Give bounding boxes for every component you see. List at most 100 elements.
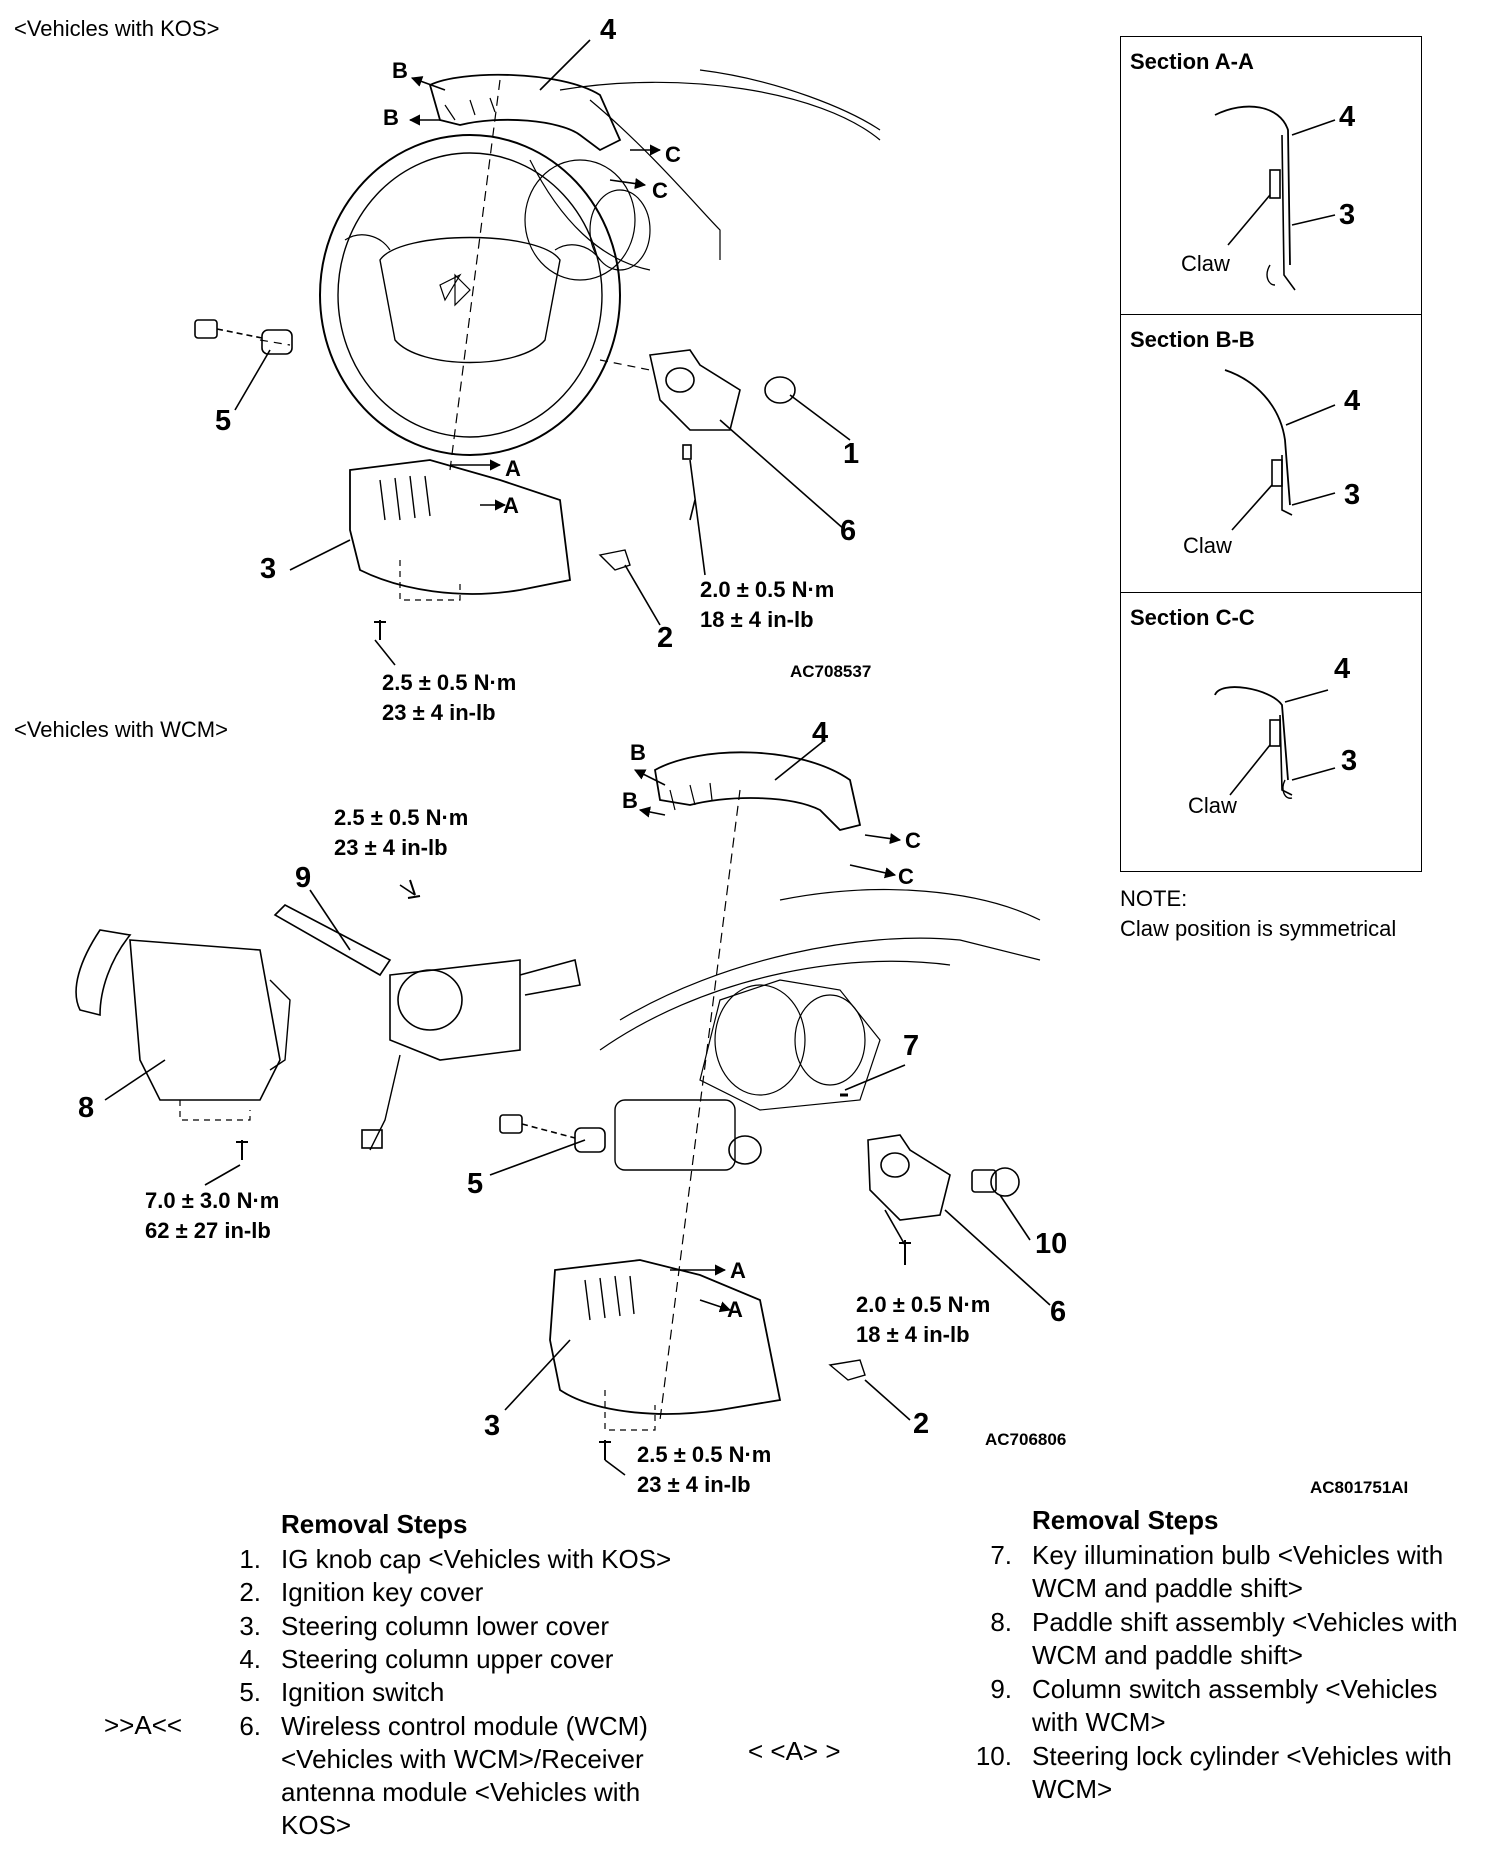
section-a-a-label-upper: 4 bbox=[1339, 101, 1356, 133]
kos-diagram bbox=[194, 39, 881, 666]
section-c-c-claw-label: Claw bbox=[1188, 793, 1237, 818]
step-text: Ignition key cover bbox=[281, 1577, 484, 1607]
ignition-switch-part-5 bbox=[194, 319, 293, 355]
removal-step-1: 1. IG knob cap <Vehicles with KOS> bbox=[217, 1543, 697, 1576]
steering-wheel bbox=[319, 134, 621, 456]
kos-callout-1: 1 bbox=[843, 438, 860, 470]
wcm-arrow-label-a1: A bbox=[730, 1258, 746, 1283]
service-marker-left: >>A<< bbox=[104, 1710, 183, 1740]
section-c-c-box: Section C-C 4 3 Claw bbox=[1120, 592, 1422, 872]
kos-callout-3: 3 bbox=[260, 553, 277, 585]
removal-step-10: 10. Steering lock cylinder <Vehicles wit… bbox=[968, 1740, 1488, 1806]
step-text: Steering column upper cover bbox=[281, 1644, 614, 1674]
wcm-upper-cover-part-4 bbox=[654, 751, 862, 831]
removal-step-5: 5. Ignition switch bbox=[217, 1676, 697, 1709]
wcm-arrow-label-c1: C bbox=[905, 828, 921, 853]
wcm-lower-cover-part-3 bbox=[549, 1259, 782, 1460]
service-marker-right: < <A> > bbox=[748, 1736, 841, 1766]
step-text: Steering lock cylinder <Vehicles with WC… bbox=[1032, 1741, 1452, 1804]
section-b-b-box: Section B-B 4 3 Claw bbox=[1120, 314, 1422, 593]
step-text: Column switch assembly <Vehicles with WC… bbox=[1032, 1674, 1438, 1737]
removal-step-9: 9. Column switch assembly <Vehicles with… bbox=[968, 1673, 1488, 1739]
wcm-callout-5: 5 bbox=[467, 1168, 484, 1200]
kos-arrow-label-a1: A bbox=[505, 456, 521, 481]
removal-steps-title-left: Removal Steps bbox=[281, 1509, 468, 1539]
knob-cap-part-1 bbox=[764, 376, 796, 404]
figure-code-page: AC801751AI bbox=[1310, 1478, 1409, 1497]
step-text: Ignition switch bbox=[281, 1677, 445, 1707]
section-c-c-label-lower: 3 bbox=[1341, 745, 1358, 777]
step-text: Wireless control module (WCM) <Vehicles … bbox=[281, 1711, 648, 1840]
removal-step-3: 3. Steering column lower cover bbox=[217, 1610, 697, 1643]
kos-arrow-label-b2: B bbox=[383, 105, 399, 130]
wcm-callout-9: 9 bbox=[295, 862, 312, 894]
caption-kos: <Vehicles with KOS> bbox=[14, 16, 220, 41]
caption-wcm: <Vehicles with WCM> bbox=[14, 717, 228, 742]
section-b-b-claw-label: Claw bbox=[1183, 533, 1232, 558]
upper-cover-part-4 bbox=[428, 73, 622, 152]
wcm-arrow-label-c2: C bbox=[898, 864, 914, 889]
section-c-c-title: Section C-C bbox=[1130, 605, 1255, 630]
step-number: 10. bbox=[975, 1741, 1012, 1771]
section-a-a-claw-label: Claw bbox=[1181, 251, 1230, 276]
step-number: 2. bbox=[239, 1577, 261, 1607]
kos-callout-4: 4 bbox=[600, 14, 617, 46]
kos-arrow-label-c1: C bbox=[665, 142, 681, 167]
note-label: NOTE: bbox=[1120, 886, 1188, 911]
step-text: IG knob cap <Vehicles with KOS> bbox=[281, 1544, 672, 1574]
step-number: 9. bbox=[990, 1674, 1012, 1704]
step-text: Key illumination bulb <Vehicles with WCM… bbox=[1032, 1540, 1444, 1603]
removal-step-6: 6. Wireless control module (WCM) <Vehicl… bbox=[217, 1710, 697, 1842]
column-switch-part-9 bbox=[273, 879, 581, 1151]
step-text: Steering column lower cover bbox=[281, 1611, 610, 1641]
wcm-key-cover-part-2 bbox=[828, 1359, 866, 1381]
lower-cover-part-3 bbox=[349, 459, 571, 601]
section-b-b-label-lower: 3 bbox=[1344, 479, 1361, 511]
wcm-arrow-label-b2: B bbox=[622, 788, 638, 813]
figure-code-kos: AC708537 bbox=[790, 662, 872, 681]
step-number: 1. bbox=[239, 1544, 261, 1574]
wcm-callout-4: 4 bbox=[812, 717, 829, 749]
removal-step-8: 8. Paddle shift assembly <Vehicles with … bbox=[968, 1606, 1488, 1672]
section-a-a-box: Section A-A 4 3 Claw bbox=[1120, 36, 1422, 315]
kos-callout-2: 2 bbox=[657, 622, 674, 654]
step-text: Paddle shift assembly <Vehicles with WCM… bbox=[1032, 1607, 1458, 1670]
section-c-c-drawing bbox=[1214, 686, 1336, 799]
step-number: 8. bbox=[990, 1607, 1012, 1637]
wcm-callout-6: 6 bbox=[1050, 1296, 1067, 1328]
paddle-shift-part-8 bbox=[75, 929, 291, 1160]
figure-code-wcm: AC706806 bbox=[985, 1430, 1067, 1449]
removal-step-2: 2. Ignition key cover bbox=[217, 1576, 697, 1609]
step-number: 4. bbox=[239, 1644, 261, 1674]
lock-cylinder-part-10 bbox=[971, 1167, 1020, 1197]
kos-arrow-label-c2: C bbox=[652, 178, 668, 203]
section-b-b-drawing bbox=[1224, 369, 1336, 531]
wcm-ignition-switch-part-5 bbox=[499, 1099, 762, 1171]
section-b-b-label-upper: 4 bbox=[1344, 385, 1361, 417]
wcm-callout-3: 3 bbox=[484, 1410, 501, 1442]
section-a-a-drawing bbox=[1214, 105, 1336, 291]
removal-step-7: 7. Key illumination bulb <Vehicles with … bbox=[968, 1539, 1488, 1605]
removal-step-4: 4. Steering column upper cover bbox=[217, 1643, 697, 1676]
wcm-arrow-label-b1: B bbox=[630, 740, 646, 765]
wcm-arrow-label-a2: A bbox=[727, 1297, 743, 1322]
kos-arrow-label-b1: B bbox=[392, 58, 408, 83]
kos-callout-6: 6 bbox=[840, 515, 857, 547]
wcm-callout-10: 10 bbox=[1035, 1228, 1068, 1260]
wcm-diagram bbox=[75, 739, 1051, 1476]
step-number: 6. bbox=[239, 1711, 261, 1741]
section-a-a-title: Section A-A bbox=[1130, 49, 1254, 74]
wcm-callout-8: 8 bbox=[78, 1092, 95, 1124]
key-cover-part-2 bbox=[598, 549, 631, 571]
step-number: 5. bbox=[239, 1677, 261, 1707]
removal-steps-title-right: Removal Steps bbox=[1032, 1505, 1219, 1535]
section-b-b-title: Section B-B bbox=[1130, 327, 1255, 352]
section-c-c-label-upper: 4 bbox=[1334, 653, 1351, 685]
